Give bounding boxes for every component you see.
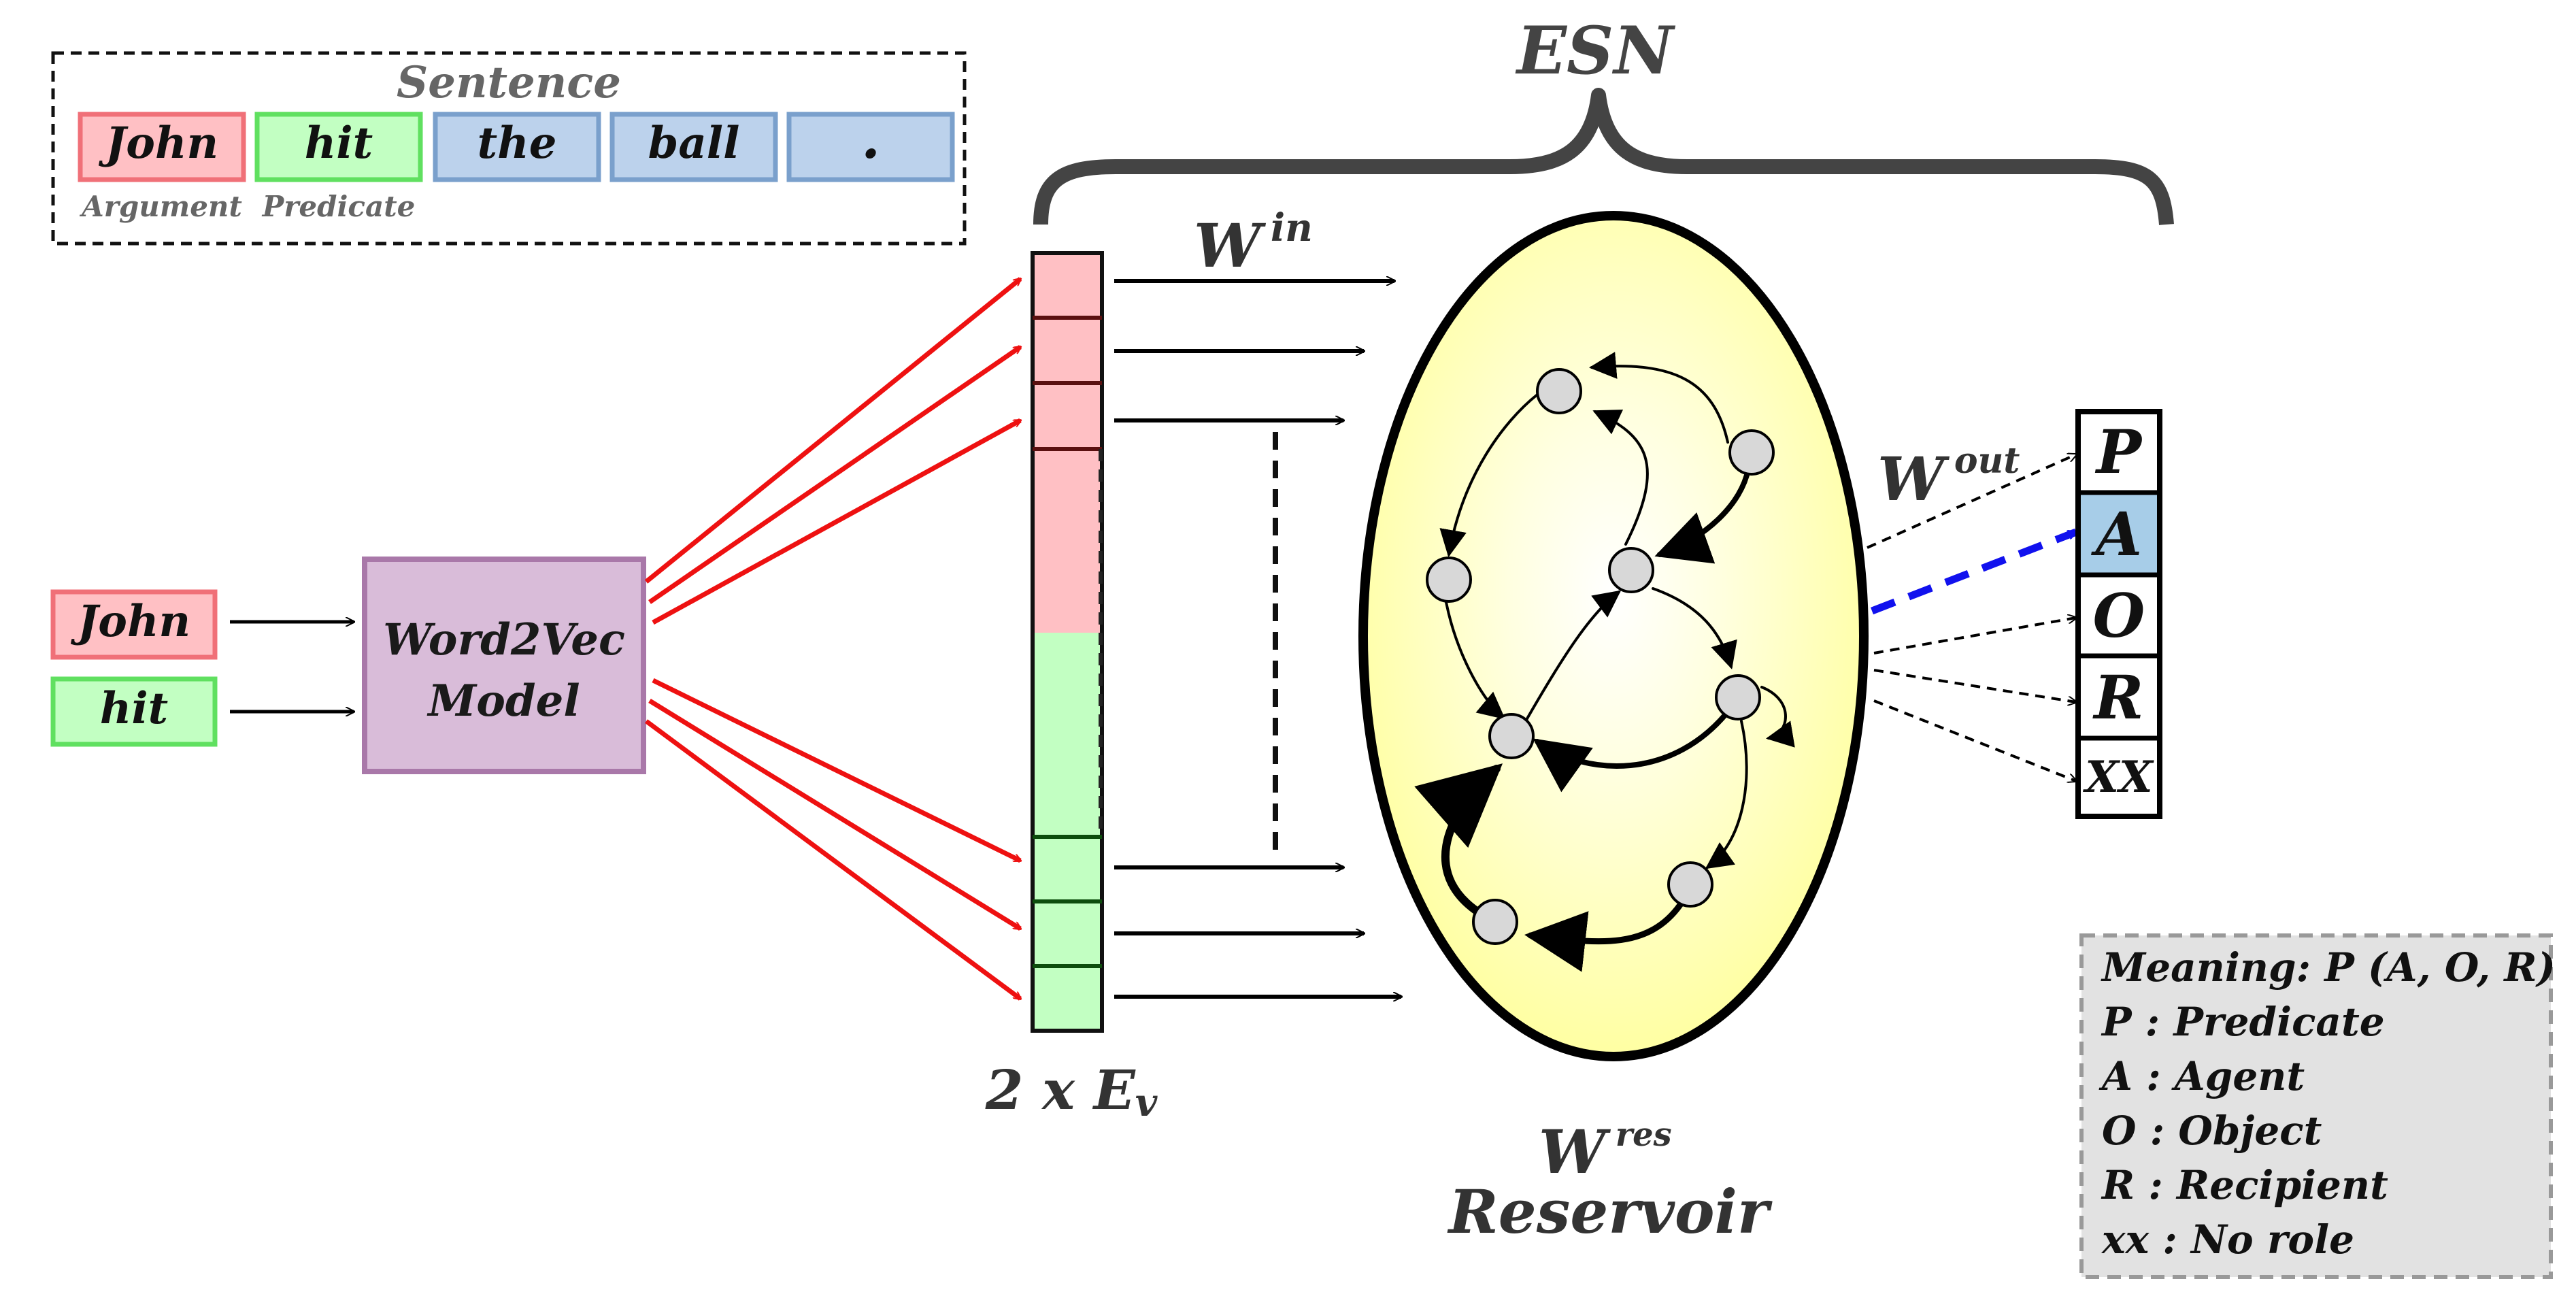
vector-size-label: 2 x Ev — [985, 1058, 1158, 1125]
vector-size-sub: v — [1135, 1080, 1158, 1125]
legend-item: A : Agent — [2098, 1053, 2305, 1099]
neuron-node — [1667, 861, 1713, 908]
sentence-frame — [51, 51, 967, 246]
word2vec-model-box: Word2Vec Model — [362, 557, 646, 774]
reservoir-connections — [1414, 352, 1795, 972]
output-arrow-a — [1871, 528, 2076, 615]
vector-predicate-part — [1033, 633, 1102, 1031]
vector-size-main: 2 x E — [985, 1058, 1136, 1122]
output-arrow-xx — [1873, 699, 2076, 781]
esn-label: ESN — [1515, 12, 1676, 89]
sentence-title: Sentence — [397, 57, 621, 108]
reservoir-label: Reservoir — [1447, 1176, 1773, 1247]
input-word-john: John — [50, 589, 218, 660]
neuron-node — [1728, 429, 1775, 476]
sentence-word-period: . — [786, 107, 955, 182]
red-arrow — [648, 345, 1020, 604]
w-out-main: W — [1877, 444, 1950, 514]
sentence-word-john: John — [78, 112, 246, 182]
w-res-main: W — [1539, 1116, 1611, 1187]
w-in-sup: in — [1271, 205, 1313, 250]
reservoir-ellipse — [1358, 211, 1869, 1061]
w-out-arrows — [1867, 454, 2076, 781]
esn-brace — [1033, 88, 2174, 225]
sentence-panel: Sentence John hit the ball . Argument Pr… — [51, 51, 967, 246]
output-arrow-r — [1873, 669, 2076, 702]
output-role-o: O — [2093, 580, 2145, 651]
meaning-legend: Meaning: P (A, O, R) P : Predicate A : A… — [2079, 933, 2556, 1279]
sentence-word-label: . — [861, 107, 880, 171]
model-label-line2: Model — [426, 676, 580, 727]
output-role-r: R — [2092, 662, 2143, 733]
sublabel-predicate: Predicate — [262, 190, 416, 223]
w-res-sup: res — [1616, 1116, 1672, 1154]
sentence-word-label: the — [478, 118, 557, 169]
red-arrow — [648, 699, 1020, 931]
output-role-highlight — [2078, 493, 2160, 575]
embedding-arrows — [644, 277, 1020, 1001]
model-label-line1: Word2Vec — [383, 614, 625, 665]
red-arrow — [652, 418, 1020, 625]
red-arrow — [644, 277, 1020, 584]
red-arrow — [644, 719, 1020, 1001]
red-arrow — [652, 678, 1020, 863]
sentence-word-label: ball — [648, 118, 740, 169]
sentence-word-label: John — [98, 118, 218, 169]
legend-frame — [2079, 933, 2553, 1279]
w-in-main: W — [1194, 210, 1267, 281]
input-word-label: hit — [100, 683, 168, 734]
sentence-word-hit: hit — [254, 112, 423, 182]
legend-item: P : Predicate — [2101, 999, 2385, 1045]
sentence-word-label: hit — [305, 118, 373, 169]
neuron-node — [1472, 899, 1518, 945]
legend-title: Meaning: P (A, O, R) — [2101, 944, 2556, 991]
neuron-node — [1608, 547, 1654, 593]
neuron-node — [1715, 674, 1761, 720]
output-arrow-o — [1873, 618, 2076, 654]
w-in-arrows — [1114, 281, 1401, 997]
sentence-word-ball: ball — [609, 112, 778, 182]
neuron-node — [1488, 713, 1535, 759]
output-role-xx: XX — [2082, 752, 2154, 803]
input-word-hit: hit — [50, 676, 218, 747]
output-role-p: P — [2094, 416, 2143, 487]
w-out-sup: out — [1954, 440, 2020, 482]
legend-item: xx : No role — [2101, 1216, 2354, 1263]
sublabel-argument: Argument — [79, 190, 242, 223]
output-role-a: A — [2091, 499, 2142, 569]
sentence-word-the: the — [433, 112, 601, 182]
legend-item: R : Recipient — [2101, 1162, 2388, 1208]
neuron-node — [1536, 368, 1582, 414]
embedding-vector: 2 x Ev — [985, 251, 1158, 1125]
input-word-label: John — [70, 596, 190, 647]
output-arrow-p — [1867, 454, 2076, 549]
reservoir-neurons — [1426, 368, 1775, 945]
neuron-node — [1426, 557, 1472, 603]
legend-item: O : Object — [2102, 1108, 2322, 1154]
output-roles: P A O R XX — [2075, 409, 2162, 819]
vector-argument-part — [1033, 253, 1102, 633]
